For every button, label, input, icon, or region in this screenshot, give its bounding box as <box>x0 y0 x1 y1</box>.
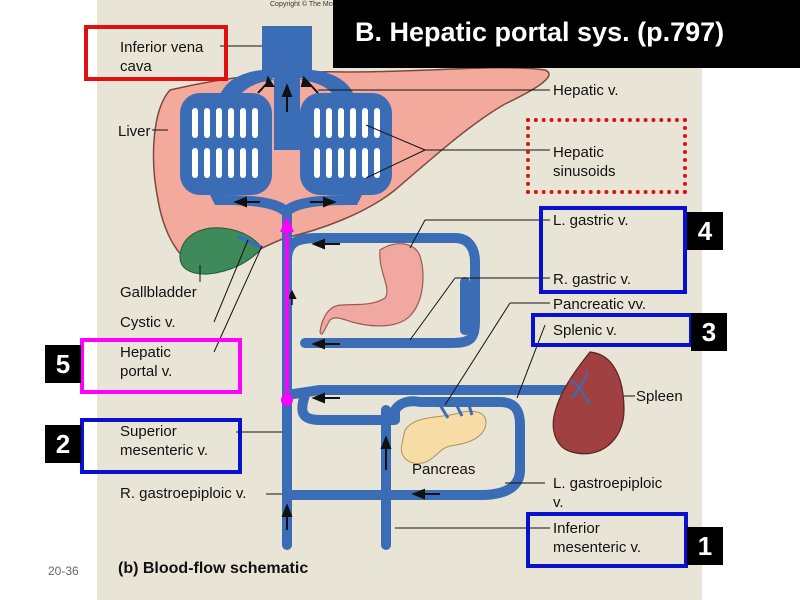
label-hepatic-sinusoids: Hepatic sinusoids <box>553 144 616 180</box>
pancreas-shape <box>400 410 487 464</box>
label-inferior-mesenteric-vein: Inferior mesenteric v. <box>553 520 642 556</box>
slide-title: B. Hepatic portal sys. (p.797) <box>355 17 725 47</box>
highlight-box-splenic <box>531 313 693 347</box>
badge-4: 4 <box>687 212 723 250</box>
highlight-box-gastric <box>539 206 687 294</box>
cystic-duct <box>237 234 263 250</box>
label-pancreas: Pancreas <box>412 461 476 478</box>
label-splenic-vein: Splenic v. <box>553 322 617 339</box>
label-cystic-vein: Cystic v. <box>120 314 176 331</box>
highlight-box-sinusoids <box>526 118 687 194</box>
highlight-box-hepatic-portal <box>80 338 242 394</box>
splenic-vein-path <box>282 385 585 400</box>
page-number: 20-36 <box>48 564 79 578</box>
label-hepatic-portal-vein: Hepatic portal v. <box>120 344 173 380</box>
label-superior-mesenteric-vein: Superior mesenteric v. <box>120 423 209 459</box>
inferior-vena-cava <box>262 26 312 78</box>
label-l-gastroepiploic-vein: L. gastroepiploic v. <box>553 475 663 511</box>
badge-1: 1 <box>687 527 723 565</box>
label-r-gastric-vein: R. gastric v. <box>553 271 632 288</box>
label-l-gastric-vein: L. gastric v. <box>553 212 629 229</box>
label-liver: Liver <box>118 123 151 140</box>
hepatic-vein <box>220 70 274 95</box>
highlight-box-inferior-mesenteric <box>526 512 688 568</box>
label-gallbladder: Gallbladder <box>120 284 197 301</box>
stomach-shape <box>319 243 424 335</box>
highlight-box-superior-mesenteric <box>80 418 242 474</box>
badge-5: 5 <box>45 345 81 383</box>
copyright-note: Copyright © The McGr <box>270 1 340 8</box>
badge-3: 3 <box>691 313 727 351</box>
sinusoid-lobe-left <box>180 93 272 195</box>
pancreas-loop <box>282 390 525 500</box>
label-r-gastroepiploic-vein: R. gastroepiploic v. <box>120 485 247 502</box>
highlight-box-ivc <box>84 25 228 81</box>
gastric-loop-outer <box>282 233 480 348</box>
figure-caption: (b) Blood-flow schematic <box>118 560 309 577</box>
badge-2: 2 <box>45 425 81 463</box>
title-bar <box>333 0 800 68</box>
sinusoid-lobe-right <box>300 93 392 195</box>
label-spleen: Spleen <box>636 388 683 405</box>
label-pancreatic-veins: Pancreatic vv. <box>553 296 647 313</box>
label-inferior-vena-cava: Inferior vena cava <box>120 39 204 75</box>
label-hepatic-vein: Hepatic v. <box>553 82 619 99</box>
